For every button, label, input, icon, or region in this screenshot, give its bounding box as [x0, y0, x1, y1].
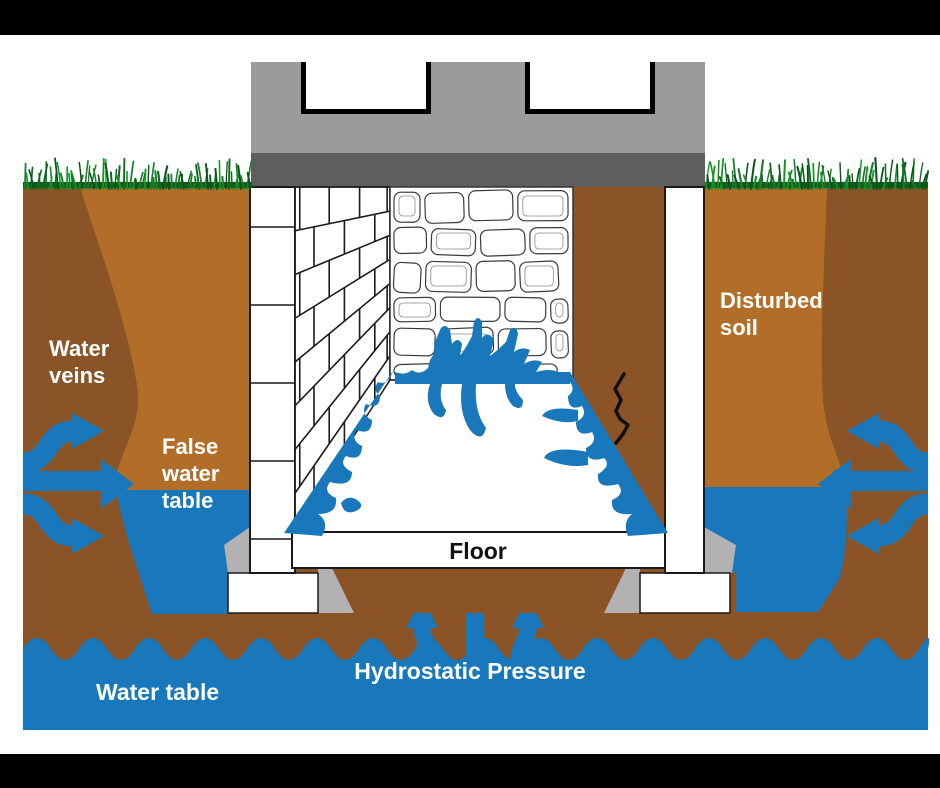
top-black-bar: [0, 0, 940, 35]
window-notch-right: [530, 62, 650, 109]
wall-leak-splat: [395, 318, 570, 384]
foundation-wall-faces: [249, 186, 705, 574]
basement-floor: [290, 379, 667, 569]
label-floor: Floor: [449, 538, 507, 564]
floor-water-right-wedge: [568, 372, 668, 536]
footing-shade: [224, 527, 736, 573]
floor-water-left-wedge: [284, 371, 393, 536]
splat-drip-left: [427, 384, 446, 418]
grass: [23, 156, 930, 191]
under-floor-soil: [318, 568, 640, 613]
label-hydrostatic-pressure: Hydrostatic Pressure: [354, 658, 586, 684]
left-wall-front-face: [249, 186, 296, 574]
wall-crack: [613, 372, 630, 445]
water-table-layer: [23, 638, 930, 730]
disturbed-soil-left-shape: [80, 187, 250, 490]
water-vein-arrows-right: [818, 413, 930, 554]
bottom-black-bar: [0, 754, 940, 788]
sill-band: [251, 153, 705, 187]
floor-water-right-finger1: [542, 408, 578, 423]
footings: [227, 572, 731, 614]
window-notch-left: [306, 62, 426, 109]
false-water-table-pools: [116, 469, 848, 614]
floor-water-left-blob: [341, 497, 362, 513]
floor-slab-edge: [291, 531, 666, 569]
floor-water-right-blob: [603, 465, 623, 480]
stone-wall-back: [389, 186, 574, 381]
house-structure: [251, 62, 705, 187]
disturbed-soil-right-shape: [705, 187, 846, 490]
water-vein-arrows-left: [21, 413, 134, 554]
splat-drip-center: [461, 384, 486, 437]
splat-drip-right: [505, 384, 523, 408]
right-wall-front-face: [664, 186, 705, 574]
floor-water-right-finger2: [544, 449, 588, 467]
floor-water: [284, 318, 668, 536]
pool-right: [705, 469, 848, 612]
footing-right: [639, 572, 731, 614]
label-water-table: Water table: [96, 679, 220, 705]
ground-layers: [23, 187, 930, 730]
pool-left: [116, 490, 250, 614]
footing-left: [227, 572, 319, 614]
